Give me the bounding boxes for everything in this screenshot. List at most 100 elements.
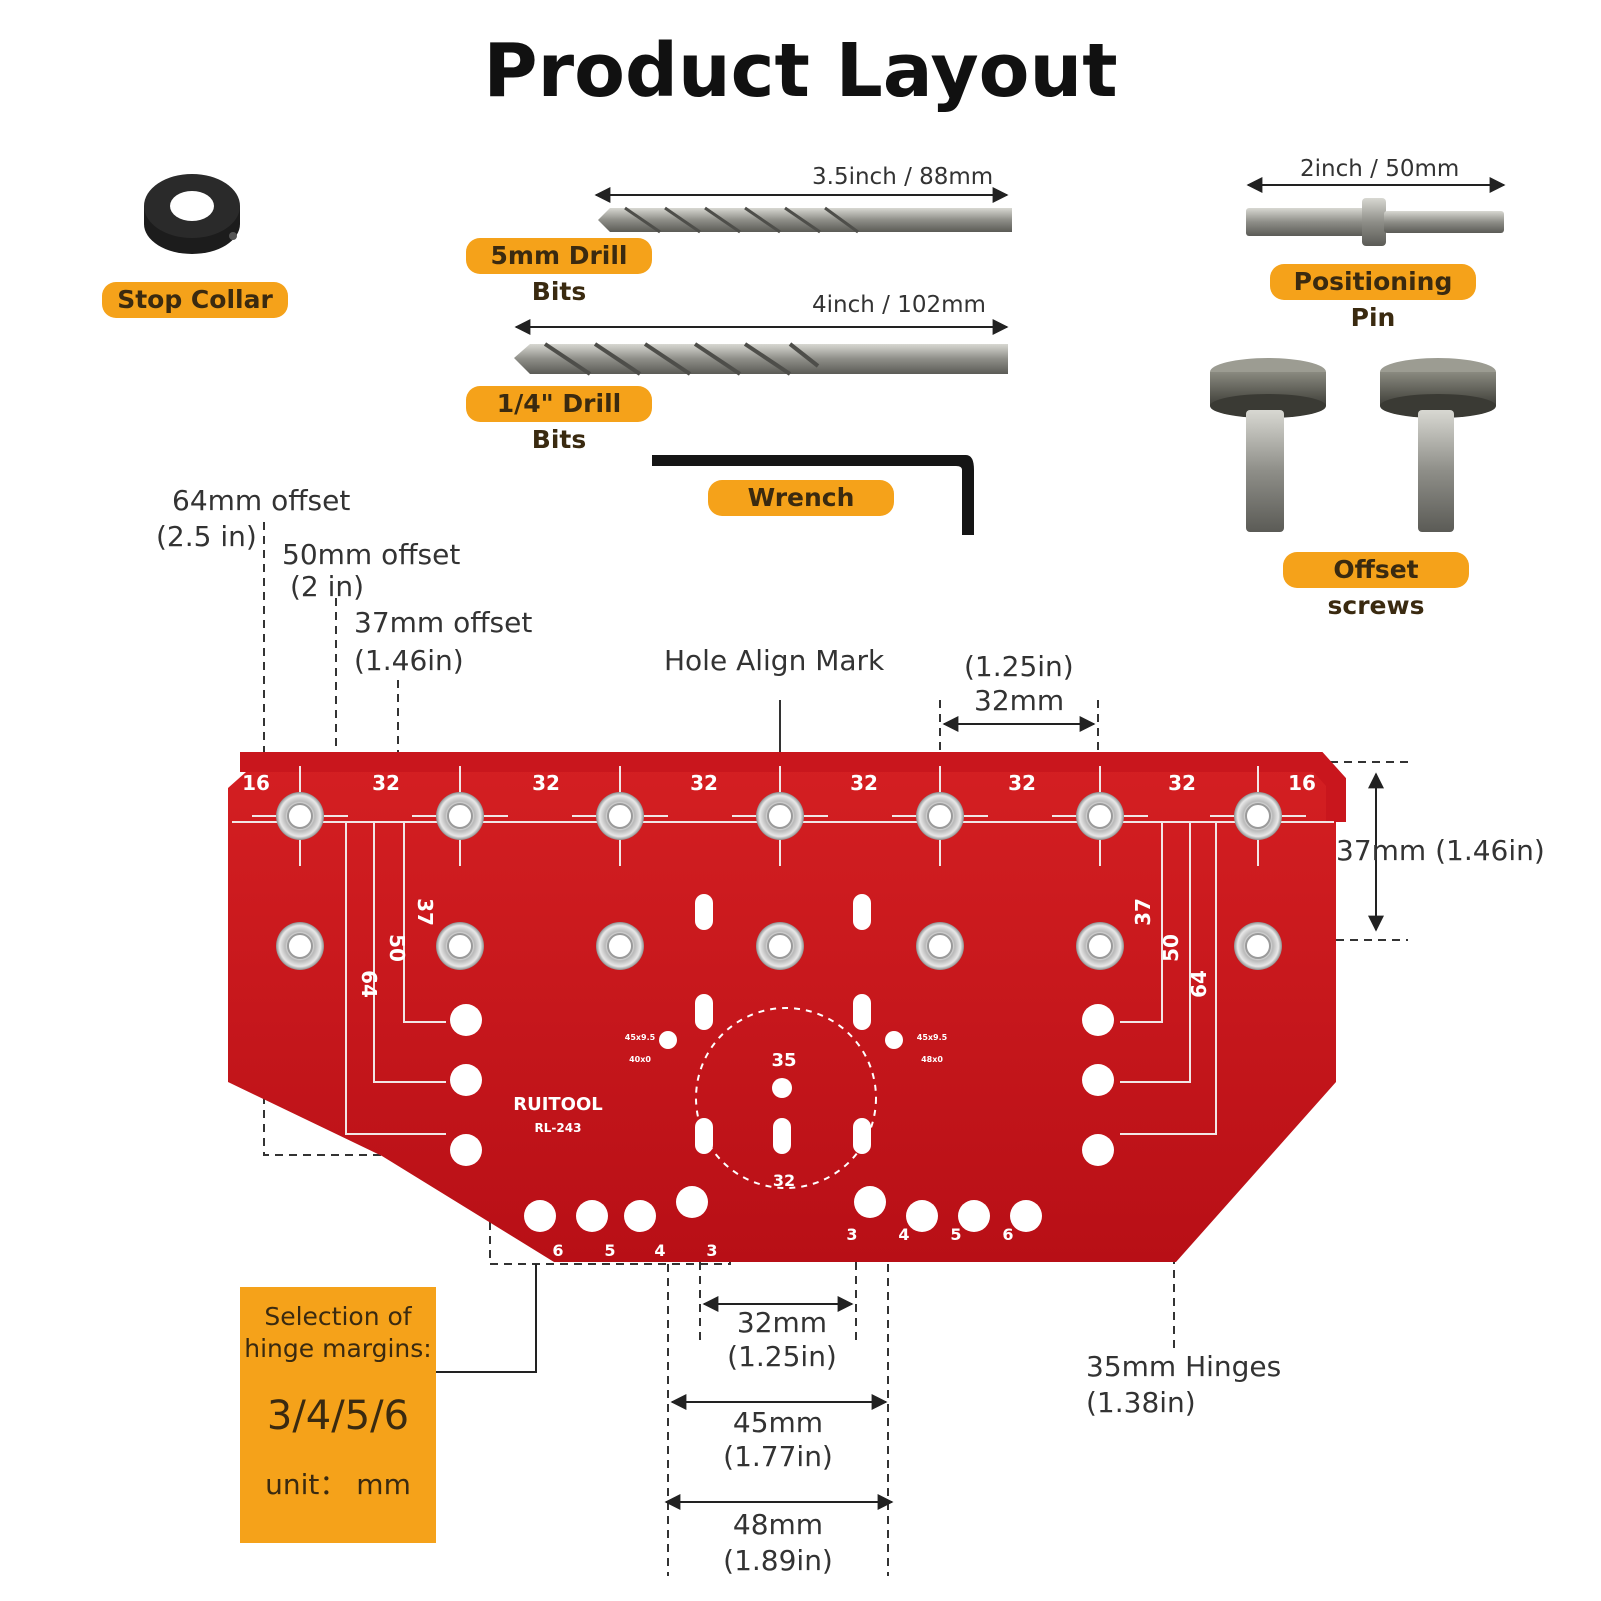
slot-3 — [695, 994, 713, 1030]
edge-distance-mm: 37mm — [1336, 834, 1427, 867]
right-offset-mark-64: 64 — [1187, 970, 1211, 998]
scale-label-7: 32 — [1168, 771, 1196, 795]
slot-7 — [773, 1118, 791, 1154]
scale-label-8: 16 — [1288, 771, 1316, 795]
margin-right-5: 5 — [950, 1225, 961, 1244]
center-pin-hole — [772, 1078, 792, 1098]
offset-screws-label: Offset screws — [1283, 552, 1469, 620]
page-title: Product Layout — [483, 28, 1118, 114]
tiny-right-bottom: 48x0 — [921, 1055, 943, 1064]
slot-2 — [853, 894, 871, 930]
dim-48-in: (1.89in) — [723, 1544, 833, 1577]
wrench-icon — [652, 455, 974, 535]
top-bushing-6-bore — [1087, 803, 1113, 829]
stop-collar-label: Stop Collar — [102, 282, 288, 318]
margin-hole-left-2 — [576, 1200, 608, 1232]
top-bushing-5-bore — [927, 803, 953, 829]
hole-align-mark-label: Hole Align Mark — [664, 644, 885, 677]
drill-quarter-label: 1/4" Drill Bits — [466, 386, 652, 454]
mid-bushing-2-bore — [447, 933, 473, 959]
model-number: RL-243 — [535, 1121, 582, 1135]
spacing-in-label: (1.25in) — [964, 650, 1074, 683]
margin-right-3: 3 — [846, 1225, 857, 1244]
hinge-cup-outline — [695, 1007, 877, 1189]
left-offset-mark-37: 37 — [413, 898, 437, 926]
right-pin-hole — [885, 1031, 903, 1049]
left-offset-mark-64: 64 — [357, 970, 381, 998]
top-bushing-4-bore — [767, 803, 793, 829]
right-screw-hole-3 — [1082, 1134, 1114, 1166]
hinge-margin-box: Selection of hinge margins: 3/4/5/6 unit… — [240, 1287, 436, 1543]
stop-collar-icon — [144, 174, 240, 254]
mid-bushing-4-bore — [767, 933, 793, 959]
positioning-pin-label: Positioning Pin — [1270, 264, 1476, 332]
mid-bushing-7-bore — [1245, 933, 1271, 959]
offset-50-mm: 50mm offset — [282, 538, 461, 571]
margin-right-6: 6 — [1002, 1225, 1013, 1244]
mid-bushing-3-bore — [607, 933, 633, 959]
drill-bit-quarter-icon — [514, 319, 1009, 376]
offset-37-in: (1.46in) — [354, 644, 464, 677]
center-32-label: 32 — [773, 1171, 795, 1190]
left-screw-hole-3 — [450, 1134, 482, 1166]
slot-1 — [695, 894, 713, 930]
offset-50-in: (2 in) — [290, 570, 365, 603]
scale-label-4: 32 — [690, 771, 718, 795]
scale-label-1: 16 — [242, 771, 270, 795]
margin-box-values: 3/4/5/6 — [266, 1393, 410, 1439]
margin-hole-left-1 — [524, 1200, 556, 1232]
margin-hole-left-4 — [676, 1186, 708, 1218]
offset-37-mm: 37mm offset — [354, 606, 533, 639]
offset-64-mm: 64mm offset — [172, 484, 351, 517]
left-pin-hole — [659, 1031, 677, 1049]
drill-bit-5mm-icon — [594, 187, 1012, 234]
margin-left-4: 4 — [654, 1241, 665, 1260]
positioning-pin-length: 2inch / 50mm — [1300, 156, 1460, 182]
margin-hole-right-1 — [854, 1186, 886, 1218]
wrench-label: Wrench — [708, 480, 894, 516]
top-bushing-3-bore — [607, 803, 633, 829]
margin-box-line1: Selection of — [264, 1302, 412, 1331]
tiny-right-top: 45x9.5 — [917, 1033, 948, 1042]
margin-right-4: 4 — [898, 1225, 909, 1244]
slot-5 — [695, 1118, 713, 1154]
margin-left-5: 5 — [604, 1241, 615, 1260]
spacing-mm-label: 32mm — [974, 684, 1065, 717]
drill-5mm-length: 3.5inch / 88mm — [812, 164, 994, 190]
margin-hole-right-2 — [906, 1200, 938, 1232]
margin-hole-right-3 — [958, 1200, 990, 1232]
dim-32-mm: 32mm — [736, 1306, 828, 1339]
margin-box-line2: hinge margins: — [244, 1334, 432, 1363]
brand-logo: RUITOOL — [513, 1094, 603, 1115]
right-offset-mark-50: 50 — [1159, 934, 1183, 962]
dim-45-in: (1.77in) — [723, 1440, 833, 1473]
scale-label-6: 32 — [1008, 771, 1036, 795]
left-screw-hole-2 — [450, 1064, 482, 1096]
slot-4 — [853, 994, 871, 1030]
mid-bushing-1-bore — [287, 933, 313, 959]
margin-box-connector — [436, 1264, 537, 1373]
tiny-left-top: 45x9.5 — [625, 1033, 656, 1042]
tiny-left-bottom: 40x0 — [629, 1055, 651, 1064]
left-offset-mark-50: 50 — [385, 934, 409, 962]
scale-label-2: 32 — [372, 771, 400, 795]
offset-64-in: (2.5 in) — [156, 520, 257, 553]
margin-hole-left-3 — [624, 1200, 656, 1232]
edge-distance-in: (1.46in) — [1435, 834, 1545, 867]
margin-box-unit: unit： mm — [265, 1468, 411, 1501]
offset-screws-icon — [1210, 358, 1496, 532]
mid-bushing-6-bore — [1087, 933, 1113, 959]
dim-48-mm: 48mm — [732, 1508, 824, 1541]
scale-label-5: 32 — [850, 771, 878, 795]
drill-quarter-length: 4inch / 102mm — [812, 292, 986, 318]
jig-holes — [252, 766, 1306, 1232]
positioning-pin-icon — [1246, 177, 1506, 246]
slot-6 — [853, 1118, 871, 1154]
margin-left-3: 3 — [706, 1241, 717, 1260]
hinge-size-in: (1.38in) — [1086, 1386, 1196, 1419]
center-35-label: 35 — [771, 1050, 796, 1071]
margin-hole-right-4 — [1010, 1200, 1042, 1232]
right-screw-hole-2 — [1082, 1064, 1114, 1096]
